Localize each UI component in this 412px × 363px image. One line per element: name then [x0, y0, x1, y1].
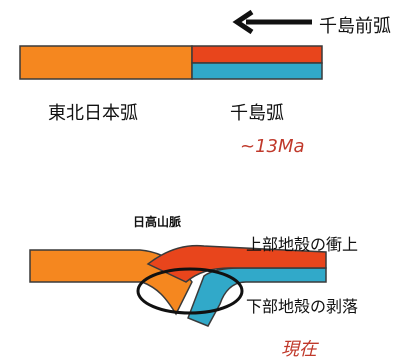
bottom-panel	[29, 244, 327, 327]
delamination-highlight-ellipse	[136, 267, 244, 315]
kuril-forearc-label: 千島前弧	[319, 16, 391, 37]
kuril-arc-label: 千島弧	[230, 103, 284, 124]
hidaka-mountains-label: 日高山脈	[133, 215, 182, 229]
age-label-13ma: ~13Ma	[240, 136, 305, 157]
upper-crust-thrust-label: 上部地殻の衝上	[246, 235, 359, 254]
lower-crust-delamination-label: 下部地殻の剥落	[246, 297, 359, 316]
kuril-arc-lower-crust	[191, 62, 323, 80]
northeast-japan-arc-block	[19, 45, 193, 80]
kuril-arc-upper-crust	[191, 45, 323, 64]
age-label-present: 現在	[281, 339, 317, 360]
movement-arrow-icon	[232, 9, 312, 35]
kuril-upper-crust-thrust	[146, 244, 327, 283]
top-panel	[19, 9, 323, 80]
northeast-japan-arc-label: 東北日本弧	[48, 103, 138, 124]
